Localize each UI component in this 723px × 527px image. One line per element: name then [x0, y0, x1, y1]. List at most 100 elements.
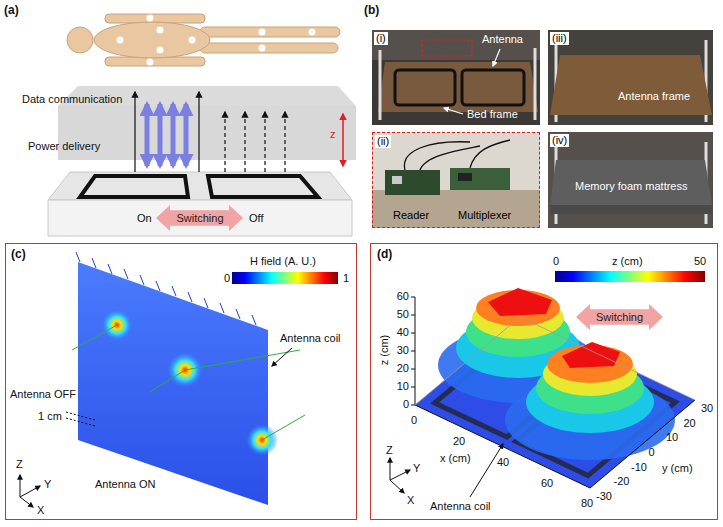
- z-arrow: [342, 114, 344, 166]
- plot-axis: [411, 405, 415, 406]
- human-figure: [259, 45, 266, 52]
- human-figure: [309, 29, 316, 36]
- axis-label: Y: [44, 478, 51, 491]
- panel-label: Memory foam mattress: [575, 180, 687, 193]
- power-arrow: [284, 112, 285, 172]
- photo-bed-frame: [493, 49, 500, 66]
- antenna-coil-line: [72, 325, 305, 440]
- photo-bed-frame: [422, 40, 472, 56]
- field-plane: [236, 309, 240, 319]
- mattress-slab: [58, 106, 356, 160]
- antenna-coil-line: [72, 325, 305, 440]
- human-figure: [67, 27, 93, 53]
- human-figure: [147, 15, 154, 22]
- base-slab: [48, 172, 352, 200]
- panel-label: (i): [374, 32, 388, 45]
- tick-label: 60: [541, 477, 553, 490]
- field-plane: [108, 264, 112, 274]
- field-plane: [156, 281, 160, 291]
- base-slab: [48, 200, 352, 236]
- tick-label: 80: [581, 497, 593, 510]
- arrow-shape: [156, 205, 243, 231]
- photo-panel: (i) AntennaBed frame: [372, 30, 540, 125]
- photo-antenna-frame: [548, 30, 713, 125]
- plot-axis: [520, 317, 695, 400]
- photo-bed-frame: [372, 30, 540, 60]
- human-figure: [200, 43, 338, 53]
- arrow-shape: [576, 304, 663, 330]
- plot-axis: [411, 297, 415, 298]
- photo-reader: [372, 190, 540, 228]
- tick-label: 0: [411, 414, 417, 427]
- axis-triad: [20, 497, 33, 507]
- axis-triad: [390, 470, 410, 480]
- plot-axis: [411, 351, 415, 352]
- human-figure: [94, 22, 210, 58]
- photo-panel: (ii)ReaderMultiplexer: [372, 132, 540, 228]
- colorbar: [232, 272, 338, 284]
- panel-label: Antenna: [482, 33, 523, 46]
- tick-label: 20: [684, 417, 696, 430]
- photo-mattress: [550, 205, 712, 214]
- plot-axis: [415, 405, 590, 488]
- colorbar-title: H field (A. U.): [250, 255, 316, 268]
- scale-marker: [66, 412, 95, 426]
- plot-axis: [470, 444, 503, 497]
- power-arrow: [224, 112, 225, 172]
- photo-bed-frame: [444, 108, 463, 114]
- field-plane: [76, 252, 278, 505]
- axis-title: y (cm): [662, 462, 693, 475]
- tick-label: 1: [343, 272, 349, 285]
- photo-mattress: [548, 132, 713, 228]
- axis-triad: [20, 475, 40, 507]
- field-plane: [204, 298, 208, 308]
- plot-axis: [411, 387, 415, 388]
- tick-label: 0: [553, 255, 559, 268]
- scale-marker: [66, 418, 95, 426]
- photo-panel: (iv) Memory foam mattress: [548, 132, 713, 228]
- tick-label: 40: [497, 456, 509, 469]
- power-arrow: [135, 92, 285, 172]
- tick-label: 40: [397, 326, 409, 339]
- axis-label: X: [407, 494, 414, 507]
- human-figure: [157, 27, 164, 34]
- axis-label: X: [37, 504, 44, 517]
- tick-label: 10: [666, 431, 678, 444]
- axis-triad: [390, 480, 404, 493]
- panel-label: (ii): [375, 135, 391, 148]
- axis-triad: [390, 458, 410, 493]
- colorbar: [232, 272, 338, 284]
- plot-axis: [411, 297, 415, 405]
- photo-mattress: [550, 160, 712, 205]
- panel-label: (iv): [550, 134, 569, 147]
- colorbar: [555, 271, 705, 282]
- tick-label: -20: [614, 475, 630, 488]
- figure-panel: (c): [5, 243, 357, 520]
- data-arrow: [158, 104, 163, 166]
- tick-label: 30: [701, 402, 713, 415]
- data-arrow: [184, 104, 189, 166]
- panel-label: (d): [377, 248, 392, 261]
- callout: Antenna coil: [280, 332, 341, 345]
- panel-label: Bed frame: [467, 108, 518, 121]
- photo-reader: [458, 173, 472, 181]
- power-arrow: [264, 112, 265, 172]
- photo-reader: [404, 140, 510, 170]
- axis-triad: [20, 486, 40, 497]
- tick-label: -30: [596, 490, 612, 503]
- axis-triad: [390, 458, 391, 480]
- panel-label: Antenna frame: [618, 90, 690, 103]
- axis-label: Z: [386, 444, 393, 457]
- callout: Antenna ON: [95, 478, 156, 491]
- axis-title: z (cm): [378, 335, 391, 366]
- photo-bed-frame: [462, 70, 524, 105]
- antenna-coil: [208, 176, 318, 197]
- photo-bed-frame: [372, 30, 540, 125]
- photo-antenna-frame: [548, 30, 713, 125]
- axis-triad: [20, 475, 21, 497]
- power-arrow: [134, 92, 135, 172]
- human-figure: [157, 47, 164, 54]
- z-arrow: [343, 114, 344, 166]
- power-arrow: [198, 92, 199, 172]
